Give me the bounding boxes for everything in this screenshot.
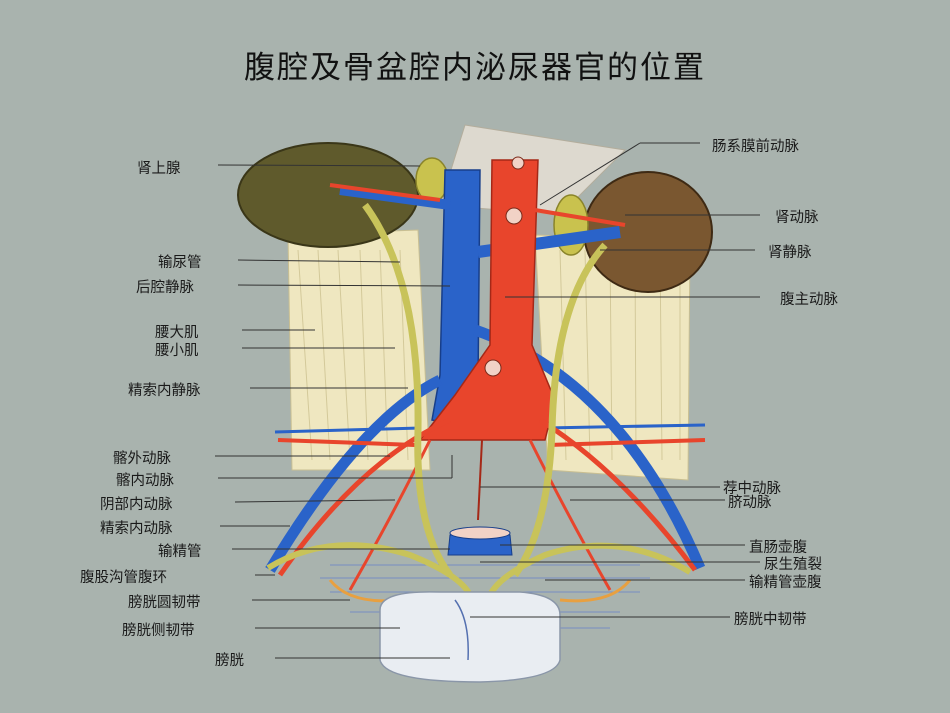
label-internal-spermatic-vein: 精索内静脉 bbox=[128, 383, 201, 399]
label-round-ligament: 膀胱圆韧带 bbox=[128, 595, 201, 611]
label-external-iliac-artery: 髂外动脉 bbox=[113, 451, 171, 467]
deferent-duct-right bbox=[487, 542, 692, 597]
transverse-artery-right bbox=[547, 438, 706, 447]
round-ligament-right bbox=[559, 579, 632, 603]
label-internal-iliac-artery: 髂内动脉 bbox=[116, 473, 174, 489]
label-lateral-ligament: 膀胱侧韧带 bbox=[122, 623, 195, 639]
renal-vein-left bbox=[339, 185, 451, 210]
label-internal-spermatic-artery: 精索内动脉 bbox=[100, 521, 173, 537]
renal-artery-left bbox=[329, 183, 441, 202]
label-caudal-vena-cava: 后腔静脉 bbox=[136, 280, 194, 296]
label-median-sacral-artery: 荐中动脉 bbox=[723, 481, 781, 497]
label-umbilical-artery: 脐动脉 bbox=[728, 495, 772, 511]
transverse-artery-left bbox=[277, 438, 416, 447]
aorta-top-stump bbox=[511, 156, 525, 170]
label-psoas-major: 腰大肌 bbox=[155, 325, 199, 341]
transverse-vein-right bbox=[544, 423, 706, 430]
label-renal-vein: 肾静脉 bbox=[768, 245, 812, 261]
bladder bbox=[379, 591, 561, 683]
label-psoas-minor: 腰小肌 bbox=[155, 343, 199, 359]
iliac-artery-left bbox=[277, 417, 452, 577]
label-bladder: 膀胱 bbox=[215, 653, 244, 669]
slide-title: 腹腔及骨盆腔内泌尿器官的位置 bbox=[244, 50, 706, 86]
deferent-duct-left bbox=[266, 542, 473, 597]
label-cranial-mesenteric-artery: 肠系膜前动脉 bbox=[712, 139, 799, 155]
label-ureter: 输尿管 bbox=[158, 255, 202, 271]
psoas-muscle-left bbox=[287, 229, 431, 471]
label-abdominal-aorta: 腹主动脉 bbox=[780, 292, 838, 308]
bladder-median-ligament bbox=[454, 599, 469, 661]
ureter-left bbox=[362, 202, 453, 578]
ureter-right bbox=[512, 242, 608, 578]
label-internal-pudendal-artery: 阴部内动脉 bbox=[100, 497, 173, 513]
rectum-opening bbox=[449, 526, 511, 540]
iliac-artery-right bbox=[538, 417, 697, 572]
caudal-mesenteric-stump bbox=[484, 359, 502, 377]
renal-artery-right bbox=[534, 208, 626, 227]
label-median-ligament: 膀胱中韧带 bbox=[734, 612, 807, 628]
label-rectal-ampulla: 直肠壶腹 bbox=[749, 540, 807, 556]
label-inguinal-ring: 腹股沟管腹环 bbox=[80, 570, 167, 586]
median-sacral-artery bbox=[477, 439, 483, 521]
mesenteric-artery-stump bbox=[505, 207, 523, 225]
label-urogenital-fold: 尿生殖裂 bbox=[764, 557, 822, 573]
aorta bbox=[418, 159, 556, 441]
label-deferent-duct: 输精管 bbox=[158, 544, 202, 560]
label-adrenal-gland: 肾上腺 bbox=[137, 161, 181, 177]
umbilical-artery-right bbox=[528, 439, 612, 591]
label-renal-artery: 肾动脉 bbox=[775, 210, 819, 226]
transverse-vein-left bbox=[274, 426, 421, 434]
label-deferent-duct-ampulla: 输精管壶腹 bbox=[749, 575, 822, 591]
